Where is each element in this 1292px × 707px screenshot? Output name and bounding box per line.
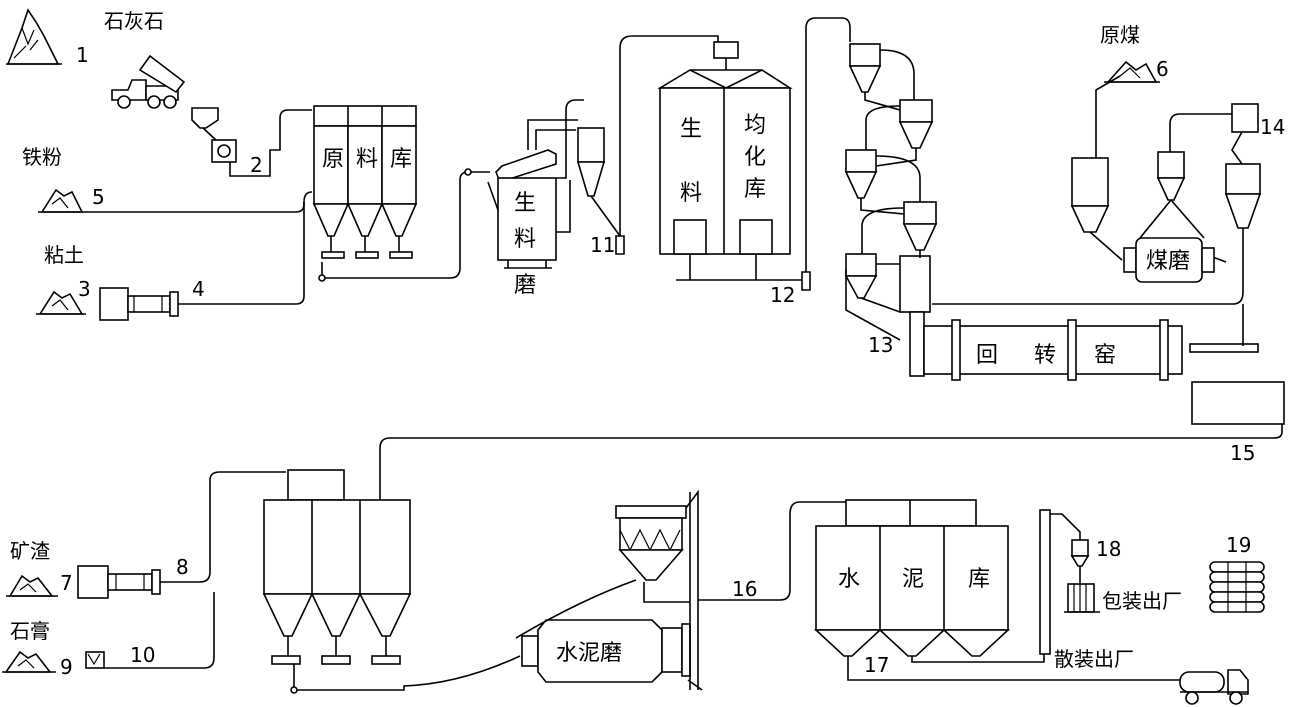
raw-mill: [487, 99, 584, 269]
kiln-char-3: 窑: [1094, 343, 1116, 368]
homog-left-char-2: 料: [680, 181, 702, 206]
cement-storage-char-1: 水: [838, 567, 860, 592]
raw-storage-char-3: 库: [390, 147, 412, 172]
gypsum-pile-icon: [2, 650, 56, 673]
limestone-conveyor-line: [229, 109, 312, 177]
cement-separator: [515, 489, 703, 691]
cement-bag-stack-icon: [1209, 561, 1265, 613]
label-limestone: 石灰石: [104, 9, 164, 33]
cement-mill-label: 水泥磨: [556, 641, 622, 666]
label-number-13: 13: [868, 333, 893, 357]
coal-mill-system: [932, 103, 1262, 346]
clinker-conveyor-line: [379, 424, 1283, 500]
kiln-char-1: 回: [976, 343, 998, 368]
homog-right-char-1: 均: [744, 113, 766, 138]
label-number-12: 12: [770, 283, 795, 307]
rotary-kiln: [923, 319, 1259, 381]
label-number-9: 9: [60, 655, 73, 679]
cement-to-elevator-line: [911, 650, 1045, 663]
coal-mill-label: 煤磨: [1146, 249, 1190, 274]
homog-right-char-2: 化: [744, 145, 766, 170]
dump-truck-icon: [111, 54, 186, 109]
label-number-3: 3: [78, 277, 91, 301]
cement-conveyor-line: [698, 501, 846, 601]
raw-meal-lift-line: [619, 35, 719, 236]
label-number-10: 10: [130, 643, 155, 667]
label-number-5: 5: [92, 185, 105, 209]
homog-right-char-3: 库: [744, 177, 766, 202]
label-number-15: 15: [1230, 441, 1255, 465]
kiln-char-2: 转: [1034, 343, 1056, 368]
homogenizing-silo: [657, 41, 806, 281]
packing-elevator: [1039, 509, 1100, 655]
clay-pile-icon: [36, 290, 86, 315]
label-bagged-dispatch: 包装出厂: [1102, 589, 1182, 613]
gypsum-line: [104, 592, 215, 669]
label-number-18: 18: [1096, 537, 1121, 561]
label-number-2: 2: [250, 153, 263, 177]
slag-pile-icon: [6, 574, 58, 597]
label-raw-coal: 原煤: [1100, 23, 1140, 47]
raw-mill-cyclone: [576, 127, 625, 255]
clinker-outlet-line: [293, 655, 521, 691]
clay-line: [178, 191, 313, 305]
clinker-storage-silo: [262, 469, 412, 665]
bulk-cement-truck-icon: [1179, 669, 1249, 705]
limestone-hopper: [191, 107, 219, 129]
raw-coal-pile-icon: [1104, 60, 1160, 83]
slag-line: [160, 471, 286, 583]
label-bulk-dispatch: 散装出厂: [1054, 647, 1134, 671]
raw-mill-char-1: 生: [514, 191, 536, 216]
slag-crusher: [77, 565, 161, 599]
bulk-dispatch-line: [847, 656, 1184, 681]
raw-storage-char-1: 原: [322, 147, 344, 172]
iron-powder-line: [88, 202, 305, 213]
preheater-tower: [844, 43, 938, 377]
label-number-6: 6: [1156, 57, 1169, 81]
label-iron-powder: 铁粉: [22, 145, 62, 169]
cement-storage-silo: [813, 499, 1011, 657]
raw-storage-char-2: 料: [356, 147, 378, 172]
label-number-4: 4: [192, 277, 205, 301]
raw-mill-char-3: 磨: [514, 273, 536, 298]
gypsum-feeder: [85, 651, 105, 669]
label-slag: 矿渣: [10, 539, 50, 563]
cement-mill: [521, 619, 691, 683]
label-gypsum: 石膏: [10, 619, 50, 643]
clay-crusher: [99, 287, 179, 321]
raw-material-storage: [312, 105, 418, 259]
label-number-14: 14: [1260, 115, 1285, 139]
iron-powder-pile-icon: [38, 188, 88, 213]
kiln-feed-elevator: [801, 271, 811, 291]
cement-storage-char-2: 泥: [902, 567, 924, 592]
preheater-feed-line: [805, 17, 851, 272]
label-number-1: 1: [76, 43, 89, 67]
label-number-11: 11: [590, 233, 615, 257]
label-number-16: 16: [732, 577, 757, 601]
label-number-7: 7: [60, 571, 73, 595]
label-number-17: 17: [864, 653, 889, 677]
label-number-19: 19: [1226, 533, 1251, 557]
raw-mill-char-2: 料: [514, 227, 536, 252]
cement-storage-char-3: 库: [968, 567, 990, 592]
label-number-8: 8: [176, 555, 189, 579]
clinker-cooler: [1191, 381, 1285, 425]
raw-coal-line: [1095, 75, 1121, 158]
label-clay: 粘土: [44, 243, 84, 267]
homog-left-char-1: 生: [680, 117, 702, 142]
limestone-pile-icon: [6, 8, 62, 65]
